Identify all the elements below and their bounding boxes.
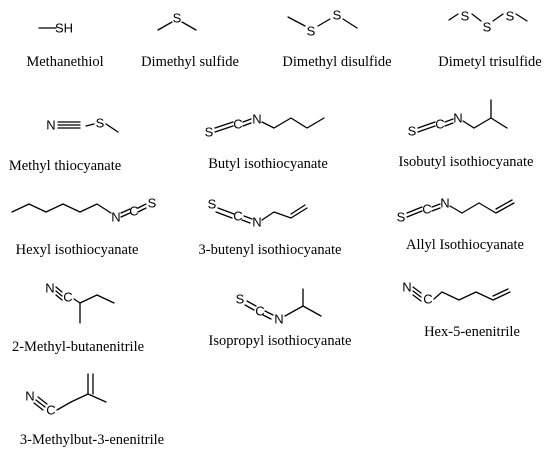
structure-methanethiol: SH Methanethiol (0, 0, 140, 71)
3-methylbut-3-enenitrile-skeleton: N C (25, 373, 107, 418)
allyl-isothiocyanate-skeleton: S C N (397, 196, 515, 225)
atom-label: S (408, 124, 417, 139)
structure-dimetyl-trisulfide: S S S Dimetyl trisulfide (415, 0, 550, 71)
compound-name: Butyl isothiocyanate (208, 156, 328, 172)
compound-name: 3-butenyl isothiocyanate (198, 242, 342, 258)
atom-label: C (422, 202, 431, 217)
compound-name: Isopropyl isothiocyanate (208, 333, 352, 349)
atom-label: N (453, 111, 462, 126)
compound-name: Allyl Isothiocyanate (406, 237, 524, 253)
atom-label: N (402, 280, 411, 295)
methyl-thiocyanate-skeleton: N S (46, 116, 119, 133)
atom-label: S (506, 9, 515, 24)
structure-dimethyl-disulfide: S S Dimethyl disulfide (275, 0, 415, 71)
atom-label: S (397, 210, 406, 225)
atom-label: S (208, 197, 217, 212)
atom-label: C (63, 290, 72, 305)
structure-allyl-isothiocyanate: S C N Allyl Isothiocyanate (380, 180, 550, 270)
compound-name: Dimethyl disulfide (282, 54, 392, 70)
atom-label: N (440, 196, 449, 211)
methanethiol-skeleton: SH (38, 21, 73, 36)
atom-label: N (252, 112, 261, 127)
structure-2-methyl-butanenitrile: N C 2-Methyl-butanenitrile (0, 275, 175, 365)
dimethyl-sulfide-skeleton: S (157, 11, 197, 31)
structure-methyl-thiocyanate: N S Methyl thiocyanate (0, 100, 150, 180)
atom-label: SH (55, 21, 73, 36)
3-butenyl-isothiocyanate-skeleton: S C N (208, 197, 308, 230)
structure-3-butenyl-isothiocyanate: S C N 3-butenyl isothiocyanate (190, 190, 370, 270)
atom-label: C (255, 304, 264, 319)
atom-label: S (96, 116, 105, 131)
atom-label: S (205, 125, 214, 140)
hexyl-isothiocyanate-skeleton: N C S (11, 196, 157, 225)
2-methyl-butanenitrile-skeleton: N C (45, 281, 115, 324)
compound-name: Dimetyl trisulfide (438, 54, 542, 70)
structure-butyl-isothiocyanate: S C N Butyl isothiocyanate (190, 100, 370, 180)
atom-label: N (46, 118, 55, 133)
atom-label: S (148, 196, 157, 211)
atom-label: S (483, 20, 492, 35)
compound-name: Hex-5-enenitrile (424, 324, 520, 340)
compound-name: 3-Methylbut-3-enenitrile (19, 432, 165, 448)
butyl-isothiocyanate-skeleton: S C N (205, 112, 325, 140)
atom-label: S (461, 9, 470, 24)
atom-label: S (236, 292, 245, 307)
atom-label: C (423, 292, 432, 307)
atom-label: S (307, 24, 316, 39)
atom-label: C (129, 204, 138, 219)
structure-isobutyl-isothiocyanate: S C N Isobutyl isothiocyanate (395, 88, 550, 180)
structure-dimethyl-sulfide: S Dimethyl sulfide (130, 0, 280, 71)
atom-label: S (333, 8, 342, 23)
compound-name: Hexyl isothiocyanate (15, 242, 139, 258)
atom-label: C (46, 403, 55, 418)
atom-label: N (45, 281, 54, 296)
isopropyl-isothiocyanate-skeleton: S C N (236, 288, 322, 327)
atom-label: N (252, 215, 261, 230)
structure-3-methylbut-3-enenitrile: N C 3-Methylbut-3-enenitrile (0, 370, 185, 457)
compound-name: Dimethyl sulfide (141, 54, 239, 70)
hex-5-enenitrile-skeleton: N C (402, 280, 511, 307)
atom-label: C (233, 117, 242, 132)
atom-label: N (111, 210, 120, 225)
compound-name: Methyl thiocyanate (8, 158, 122, 174)
atom-label: N (25, 389, 34, 404)
dimetyl-trisulfide-skeleton: S S S (448, 9, 528, 35)
compound-name: 2-Methyl-butanenitrile (11, 339, 145, 355)
compound-name: Isobutyl isothiocyanate (398, 154, 534, 170)
atom-label: C (233, 209, 242, 224)
dimethyl-disulfide-skeleton: S S (287, 8, 358, 39)
atom-label: S (173, 11, 182, 26)
structure-hexyl-isothiocyanate: N C S Hexyl isothiocyanate (0, 190, 175, 270)
atom-label: N (274, 312, 283, 327)
compound-name: Methanethiol (26, 54, 104, 70)
isobutyl-isothiocyanate-skeleton: S C N (408, 99, 508, 139)
structure-isopropyl-isothiocyanate: S C N Isopropyl isothiocyanate (190, 275, 370, 365)
atom-label: C (435, 117, 444, 132)
structure-hex-5-enenitrile: N C Hex-5-enenitrile (390, 275, 550, 365)
